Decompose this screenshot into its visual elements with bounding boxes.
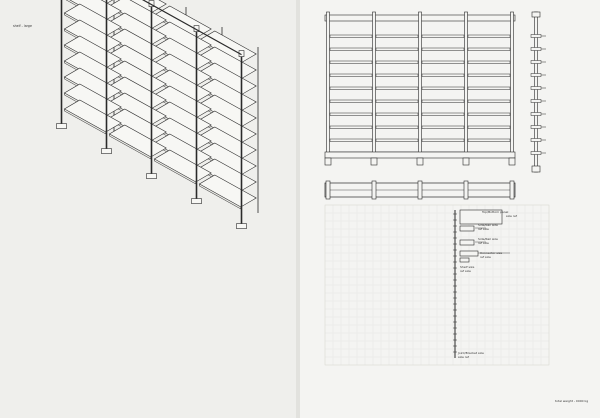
callout-4-dims: ref size <box>460 269 471 273</box>
elevation-shelf <box>375 60 419 64</box>
elevation-shelf <box>421 99 465 103</box>
elevation-foot <box>416 157 424 166</box>
elevation-shelf <box>467 47 511 51</box>
elevation-post <box>464 11 468 162</box>
callout-2-label: Side/Rail size <box>478 237 498 241</box>
elevation-shelf <box>329 73 373 77</box>
elevation-post <box>510 11 514 162</box>
elevation-shelf <box>329 47 373 51</box>
technical-drawings <box>324 11 550 366</box>
part-3 <box>459 250 479 257</box>
elevation-shelf <box>421 73 465 77</box>
elevation-foot <box>324 157 332 166</box>
elevation-foot <box>508 157 516 166</box>
side-bottom-cap <box>531 165 541 173</box>
foot-block <box>101 148 112 154</box>
side-shelf-section <box>530 112 542 116</box>
part-2 <box>459 239 475 246</box>
top-rail <box>141 0 242 56</box>
elevation-shelf <box>467 138 511 142</box>
side-shelf-section <box>530 60 542 64</box>
elevation-shelf <box>329 99 373 103</box>
elevation-shelf <box>375 73 419 77</box>
side-shelf-section <box>530 151 542 155</box>
elevation-shelf <box>375 99 419 103</box>
elevation-post <box>372 11 376 162</box>
elevation-shelf <box>467 112 511 116</box>
elevation-shelf <box>375 125 419 129</box>
part-top-panel <box>459 209 503 225</box>
elevation-shelf <box>467 73 511 77</box>
elevation-foot <box>462 157 470 166</box>
left-page-title: shelf - large <box>13 24 32 28</box>
plan-post <box>371 180 377 200</box>
elevation-shelf <box>467 34 511 38</box>
callout-bottom-dims: size ref <box>458 355 469 359</box>
callout-1-label: Side/Rail size <box>478 223 498 227</box>
side-top-cap <box>531 11 541 18</box>
elevation-shelf <box>375 112 419 116</box>
elevation-shelf <box>421 125 465 129</box>
callout-3-label: Connector size <box>480 251 503 255</box>
foot-block <box>146 173 157 179</box>
elevation-shelf <box>329 138 373 142</box>
callout-3-dims: ref size <box>480 255 491 259</box>
side-shelf-section <box>530 86 542 90</box>
page-gutter <box>296 0 300 418</box>
callout-top-label: Top/Bottom panel <box>482 210 509 214</box>
elevation-shelf <box>421 34 465 38</box>
elevation-shelf <box>375 138 419 142</box>
plan-post <box>509 180 515 200</box>
foot-block <box>191 198 202 204</box>
plan-post <box>325 180 331 200</box>
right-page: Top/Bottom panel size ref Side/Rail size… <box>300 0 600 418</box>
elevation-shelf <box>421 86 465 90</box>
elevation-shelf <box>421 47 465 51</box>
side-shelf-section <box>530 73 542 77</box>
elevation-shelf <box>329 125 373 129</box>
side-shelf-section <box>530 34 542 38</box>
plan-post <box>463 180 469 200</box>
left-page: shelf - large <box>0 0 296 418</box>
elevation-shelf <box>467 60 511 64</box>
elevation-shelf <box>329 112 373 116</box>
elevation-shelf <box>467 99 511 103</box>
elevation-post <box>326 11 330 162</box>
callout-2-dims: ref size <box>478 241 489 245</box>
elevation-shelf <box>421 112 465 116</box>
callout-1-dims: ref size <box>478 227 489 231</box>
part-1 <box>459 225 475 232</box>
side-shelf-section <box>530 125 542 129</box>
foot-block <box>236 223 247 229</box>
elevation-shelf <box>329 86 373 90</box>
elevation-post <box>418 11 422 162</box>
elevation-shelf <box>329 60 373 64</box>
elevation-shelf <box>329 34 373 38</box>
plan-post <box>417 180 423 200</box>
isometric-shelf-drawing <box>56 0 259 229</box>
elevation-foot <box>370 157 378 166</box>
elevation-shelf <box>375 34 419 38</box>
footer-total-weight: total weight - 0000 kg <box>555 399 589 403</box>
side-shelf-section <box>530 47 542 51</box>
callout-4-label: Shelf size <box>460 265 475 269</box>
elevation-shelf <box>467 125 511 129</box>
callout-top-dims: size ref <box>506 214 517 218</box>
callout-bottom-label: Joint/Bracket size <box>458 351 484 355</box>
elevation-shelf <box>375 47 419 51</box>
side-shelf-section <box>530 99 542 103</box>
part-3b <box>459 257 470 263</box>
elevation-shelf <box>421 60 465 64</box>
side-shelf-section <box>530 138 542 142</box>
elevation-shelf <box>421 138 465 142</box>
foot-block <box>56 123 67 129</box>
elevation-shelf <box>467 86 511 90</box>
elevation-bottom-rail <box>324 151 516 159</box>
elevation-shelf <box>375 86 419 90</box>
